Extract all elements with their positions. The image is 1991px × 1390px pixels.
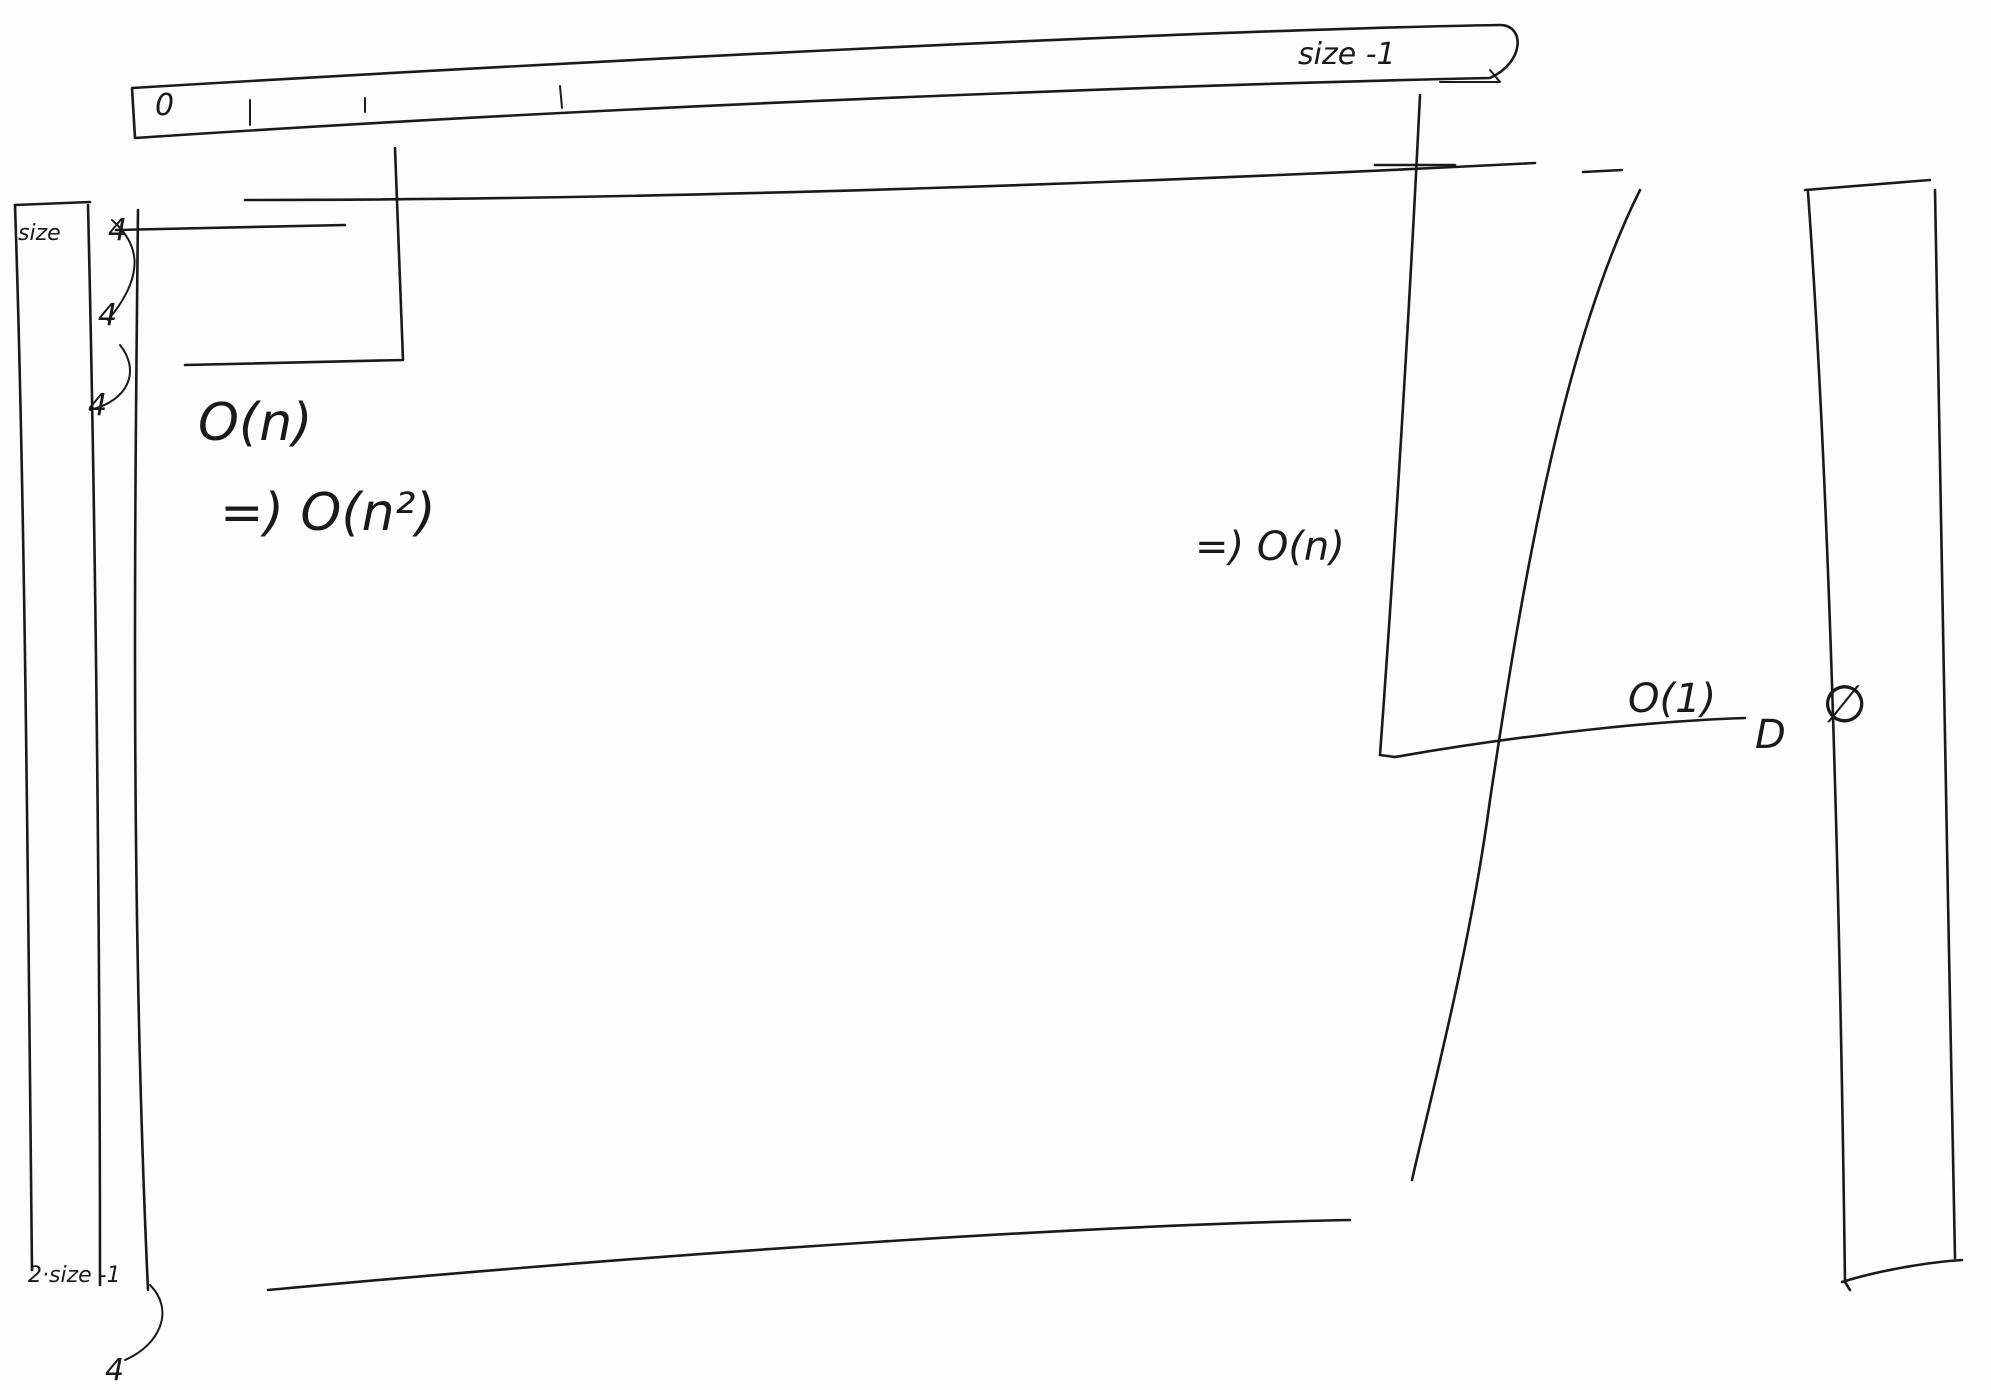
complexity-right-label: =) O(n) bbox=[1195, 524, 1345, 570]
mark-d: D bbox=[1755, 712, 1786, 758]
top-end-label: size -1 bbox=[1298, 37, 1396, 72]
far-right-array bbox=[1803, 178, 1964, 1292]
right-structure-bottom bbox=[1393, 716, 1747, 759]
left-bottom-mark: 4 bbox=[105, 1353, 124, 1388]
left-end-label: 2·size -1 bbox=[28, 1263, 121, 1288]
right-structure: O(1) D ∅ bbox=[1373, 93, 1867, 1182]
far-right-top bbox=[1803, 178, 1932, 192]
complexity-one-label: O(1) bbox=[1628, 676, 1716, 722]
left-array-top bbox=[13, 200, 92, 207]
left-array-arrows bbox=[89, 219, 136, 411]
right-structure-left-edge bbox=[1378, 93, 1422, 759]
mark-empty: ∅ bbox=[1822, 675, 1867, 735]
left-mark-1: 4 bbox=[108, 213, 127, 248]
left-array-inner-edge bbox=[86, 203, 102, 1287]
left-start-label: size bbox=[18, 221, 61, 246]
complexity-n2-label: =) O(n²) bbox=[220, 483, 436, 543]
small-box-right-bottom bbox=[183, 146, 405, 367]
upper-guide-line bbox=[243, 161, 1537, 202]
far-right-left-edge bbox=[1806, 190, 1852, 1292]
top-array: 0 size -1 bbox=[130, 23, 1519, 140]
right-top-tick bbox=[1581, 168, 1624, 174]
top-array-outline bbox=[130, 23, 1519, 140]
left-array-bottom-arrow bbox=[124, 1284, 164, 1361]
left-mark-3: 4 bbox=[88, 388, 107, 423]
bottom-line bbox=[266, 1218, 1352, 1292]
top-zero-label: 0 bbox=[155, 88, 174, 123]
complexity-n-label: O(n) bbox=[198, 393, 312, 453]
top-array-tick-3 bbox=[559, 85, 563, 109]
left-array-right-edge bbox=[133, 208, 150, 1292]
far-right-bottom bbox=[1840, 1258, 1964, 1284]
small-box-top bbox=[114, 223, 347, 232]
left-array: size 4 4 4 2·size -1 4 bbox=[13, 200, 164, 1388]
small-box bbox=[114, 146, 405, 367]
far-right-right-edge bbox=[1933, 188, 1957, 1260]
left-mark-2: 4 bbox=[98, 298, 117, 333]
top-array-end-mark bbox=[1439, 69, 1501, 83]
left-array-outer-edge bbox=[13, 203, 34, 1272]
diagonal-line bbox=[1410, 188, 1642, 1182]
top-array-left-edge bbox=[131, 87, 136, 139]
